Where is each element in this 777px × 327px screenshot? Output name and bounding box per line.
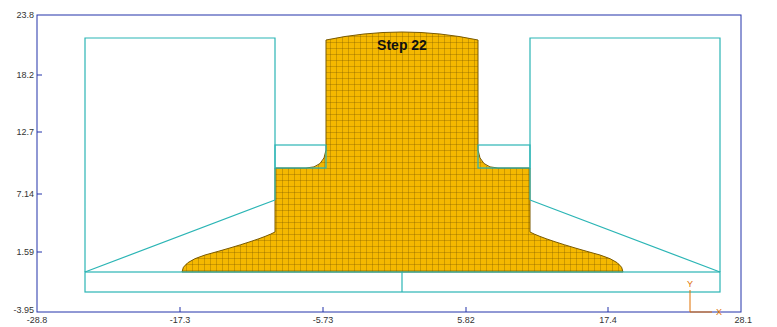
- axis-tick: -5.73: [313, 316, 334, 325]
- axis-tick: 1.59: [16, 248, 34, 257]
- axis-tick: 12.7: [16, 128, 34, 137]
- axis-letter: X: [716, 308, 722, 317]
- workpiece-mesh: [182, 32, 623, 272]
- die-outlines: [85, 38, 720, 292]
- axis-tick: 28.1: [734, 316, 752, 325]
- axis-tick: 7.14: [16, 190, 34, 199]
- axis-tick: -17.3: [170, 316, 191, 325]
- axis-tick: -3.95: [13, 306, 34, 315]
- axis-tick: 5.82: [457, 316, 475, 325]
- axis-tick: 18.2: [16, 71, 34, 80]
- axis-letter: Y: [687, 280, 693, 289]
- axis-tick: 17.4: [599, 316, 617, 325]
- step-label: Step 22: [377, 38, 427, 52]
- plot-frame: [37, 15, 741, 312]
- axis-tick: -28.8: [27, 316, 48, 325]
- axis-tick: 23.8: [16, 11, 34, 20]
- axis-triad: [690, 290, 712, 312]
